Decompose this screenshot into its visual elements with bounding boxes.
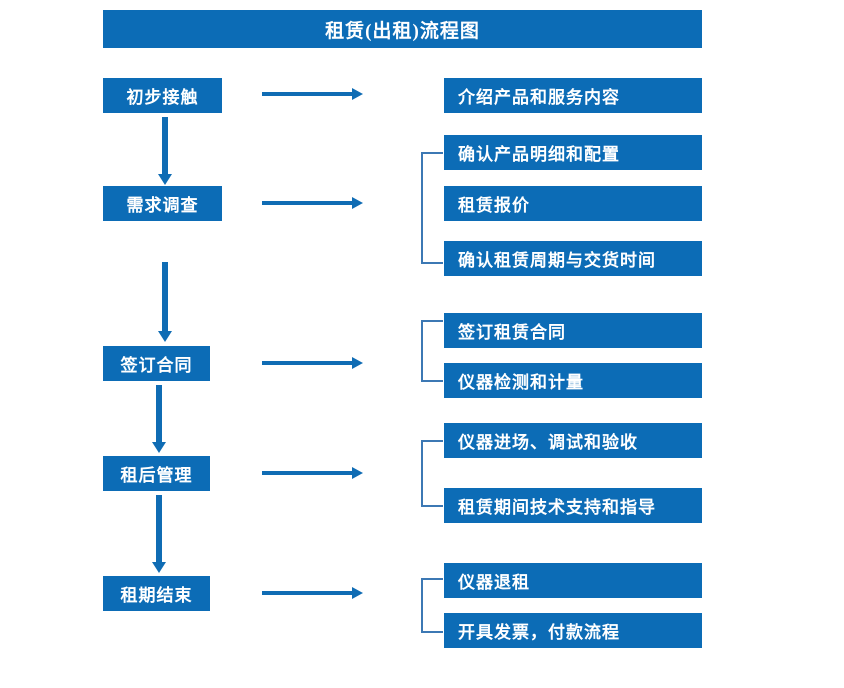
- stage-box-需求调查[interactable]: 需求调查: [103, 186, 222, 221]
- detail-box-开具发票付款流程[interactable]: 开具发票，付款流程: [444, 613, 702, 648]
- flow-arrow-down-4: [152, 495, 166, 573]
- group-bracket-2: [421, 320, 443, 382]
- flow-arrow-down-3: [152, 385, 166, 453]
- flow-arrow-right-2: [262, 197, 363, 209]
- flow-arrow-down-1: [158, 117, 172, 185]
- detail-box-确认产品明细和配置[interactable]: 确认产品明细和配置: [444, 135, 702, 170]
- detail-box-租赁期间技术支持和指导[interactable]: 租赁期间技术支持和指导: [444, 488, 702, 523]
- detail-box-租赁报价[interactable]: 租赁报价: [444, 186, 702, 221]
- group-bracket-4: [421, 578, 443, 633]
- flow-arrow-right-1: [262, 88, 363, 100]
- flow-arrow-right-5: [262, 587, 363, 599]
- stage-box-租后管理[interactable]: 租后管理: [103, 456, 210, 491]
- detail-box-仪器进场调试和验收[interactable]: 仪器进场、调试和验收: [444, 423, 702, 458]
- detail-box-签订租赁合同[interactable]: 签订租赁合同: [444, 313, 702, 348]
- flow-arrow-right-3: [262, 357, 363, 369]
- diagram-title: 租赁(出租)流程图: [103, 10, 702, 48]
- flow-arrow-right-4: [262, 467, 363, 479]
- group-bracket-1: [421, 152, 443, 264]
- group-bracket-3: [421, 440, 443, 507]
- detail-box-仪器退租[interactable]: 仪器退租: [444, 563, 702, 598]
- stage-box-初步接触[interactable]: 初步接触: [103, 78, 222, 113]
- detail-box-介绍产品和服务内容[interactable]: 介绍产品和服务内容: [444, 78, 702, 113]
- detail-box-仪器检测和计量[interactable]: 仪器检测和计量: [444, 363, 702, 398]
- stage-box-签订合同[interactable]: 签订合同: [103, 346, 210, 381]
- flow-arrow-down-2: [158, 262, 172, 342]
- stage-box-租期结束[interactable]: 租期结束: [103, 576, 210, 611]
- detail-box-确认租赁周期与交货时间[interactable]: 确认租赁周期与交货时间: [444, 241, 702, 276]
